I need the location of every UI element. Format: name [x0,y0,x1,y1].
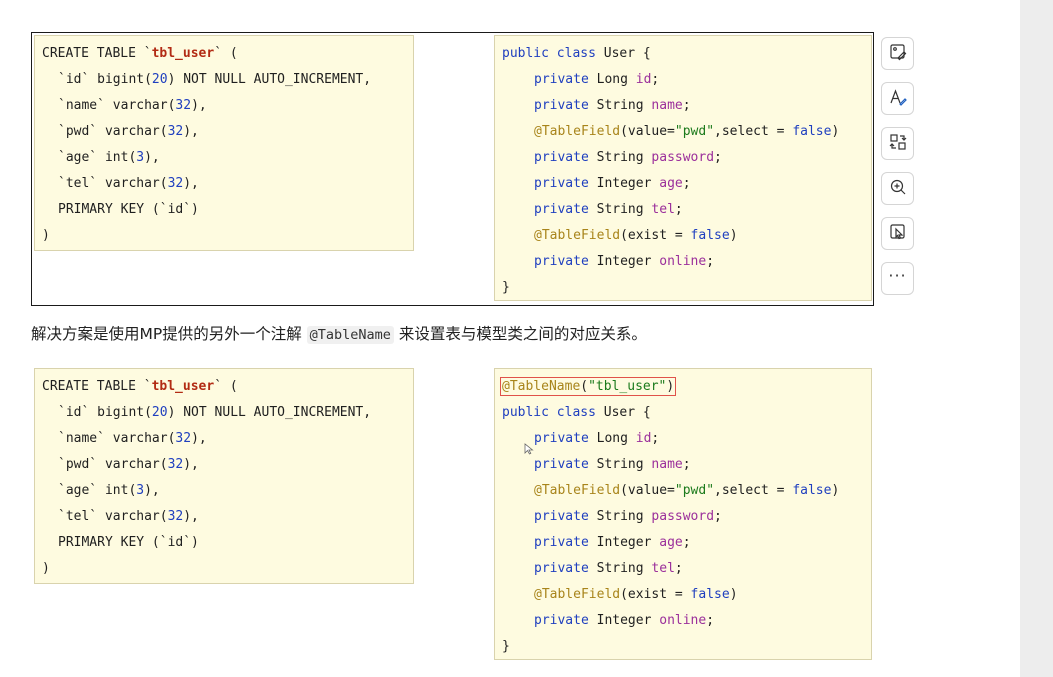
select-region-icon [889,223,907,245]
code-line: } [502,639,510,654]
code-line: `id` bigint(20) NOT NULL AUTO_INCREMENT, [58,405,372,420]
code-line: `age` int(3), [58,483,160,498]
code-line: private Integer online; [534,613,715,628]
code-line: private Integer online; [534,254,715,269]
code-line: `name` varchar(32), [58,431,207,446]
code-line: @TableName("tbl_user") [499,376,871,402]
table-name-annotation-args: ( [580,379,589,394]
code-line: public class User { [502,46,651,61]
edit-image-button[interactable] [881,37,914,70]
code-line: private Long id; [534,72,660,87]
text-format-button[interactable] [881,82,914,115]
table-name-annotation-highlight: @TableName("tbl_user") [499,377,677,396]
convert-button[interactable] [881,127,914,160]
code-line: private String name; [534,98,691,113]
mouse-cursor-icon [524,440,534,455]
code-line: private Integer age; [534,176,691,191]
select-region-button[interactable] [881,217,914,250]
java-code-block-2: @TableName("tbl_user") public class User… [494,368,872,660]
code-line: private Integer age; [534,535,691,550]
vertical-scrollbar[interactable] [1020,0,1053,677]
code-line: ) [42,561,50,576]
sql-code-block-1: CREATE TABLE `tbl_user` ( `id` bigint(20… [34,35,414,251]
code-line: private String password; [534,509,722,524]
image-toolbar: ··· [881,37,916,307]
code-line: public class User { [502,405,651,420]
code-line: `pwd` varchar(32), [58,124,199,139]
code-line: `name` varchar(32), [58,98,207,113]
zoom-in-button[interactable] [881,172,914,205]
code-line: `tel` varchar(32), [58,176,199,191]
inline-code: @TableName [306,326,394,344]
more-icon: ··· [888,265,907,285]
sql-code-block-2: CREATE TABLE `tbl_user` ( `id` bigint(20… [34,368,414,584]
convert-icon [889,133,907,155]
code-line: private Long id; [534,431,660,446]
explanation-paragraph: 解决方案是使用MP提供的另外一个注解 @TableName 来设置表与模型类之间… [31,322,647,344]
code-line: @TableField(value="pwd",select = false) [534,483,840,498]
code-line: private String name; [534,457,691,472]
code-line: @TableField(exist = false) [534,228,738,243]
code-line: `age` int(3), [58,150,160,165]
zoom-in-icon [889,178,907,200]
code-line: `id` bigint(20) NOT NULL AUTO_INCREMENT, [58,72,372,87]
java-code-block-1: public class User { private Long id; pri… [494,35,872,301]
more-button[interactable]: ··· [881,262,914,295]
code-line: PRIMARY KEY (`id`) [58,202,199,217]
code-line: `tel` varchar(32), [58,509,199,524]
code-line: private String tel; [534,202,683,217]
code-line: private String tel; [534,561,683,576]
paragraph-text: 来设置表与模型类之间的对应关系。 [393,325,647,343]
code-line: PRIMARY KEY (`id`) [58,535,199,550]
edit-image-icon [889,43,907,65]
code-line: `pwd` varchar(32), [58,457,199,472]
code-line: CREATE TABLE `tbl_user` ( [42,379,238,394]
text-format-icon [889,88,907,110]
code-line: @TableField(value="pwd",select = false) [534,124,840,139]
code-line: private String password; [534,150,722,165]
code-line: ) [42,228,50,243]
code-line: @TableField(exist = false) [534,587,738,602]
code-line: CREATE TABLE `tbl_user` ( [42,46,238,61]
code-line: } [502,280,510,295]
paragraph-text: 解决方案是使用MP提供的另外一个注解 [31,325,307,343]
selected-image-frame[interactable] [31,32,874,306]
